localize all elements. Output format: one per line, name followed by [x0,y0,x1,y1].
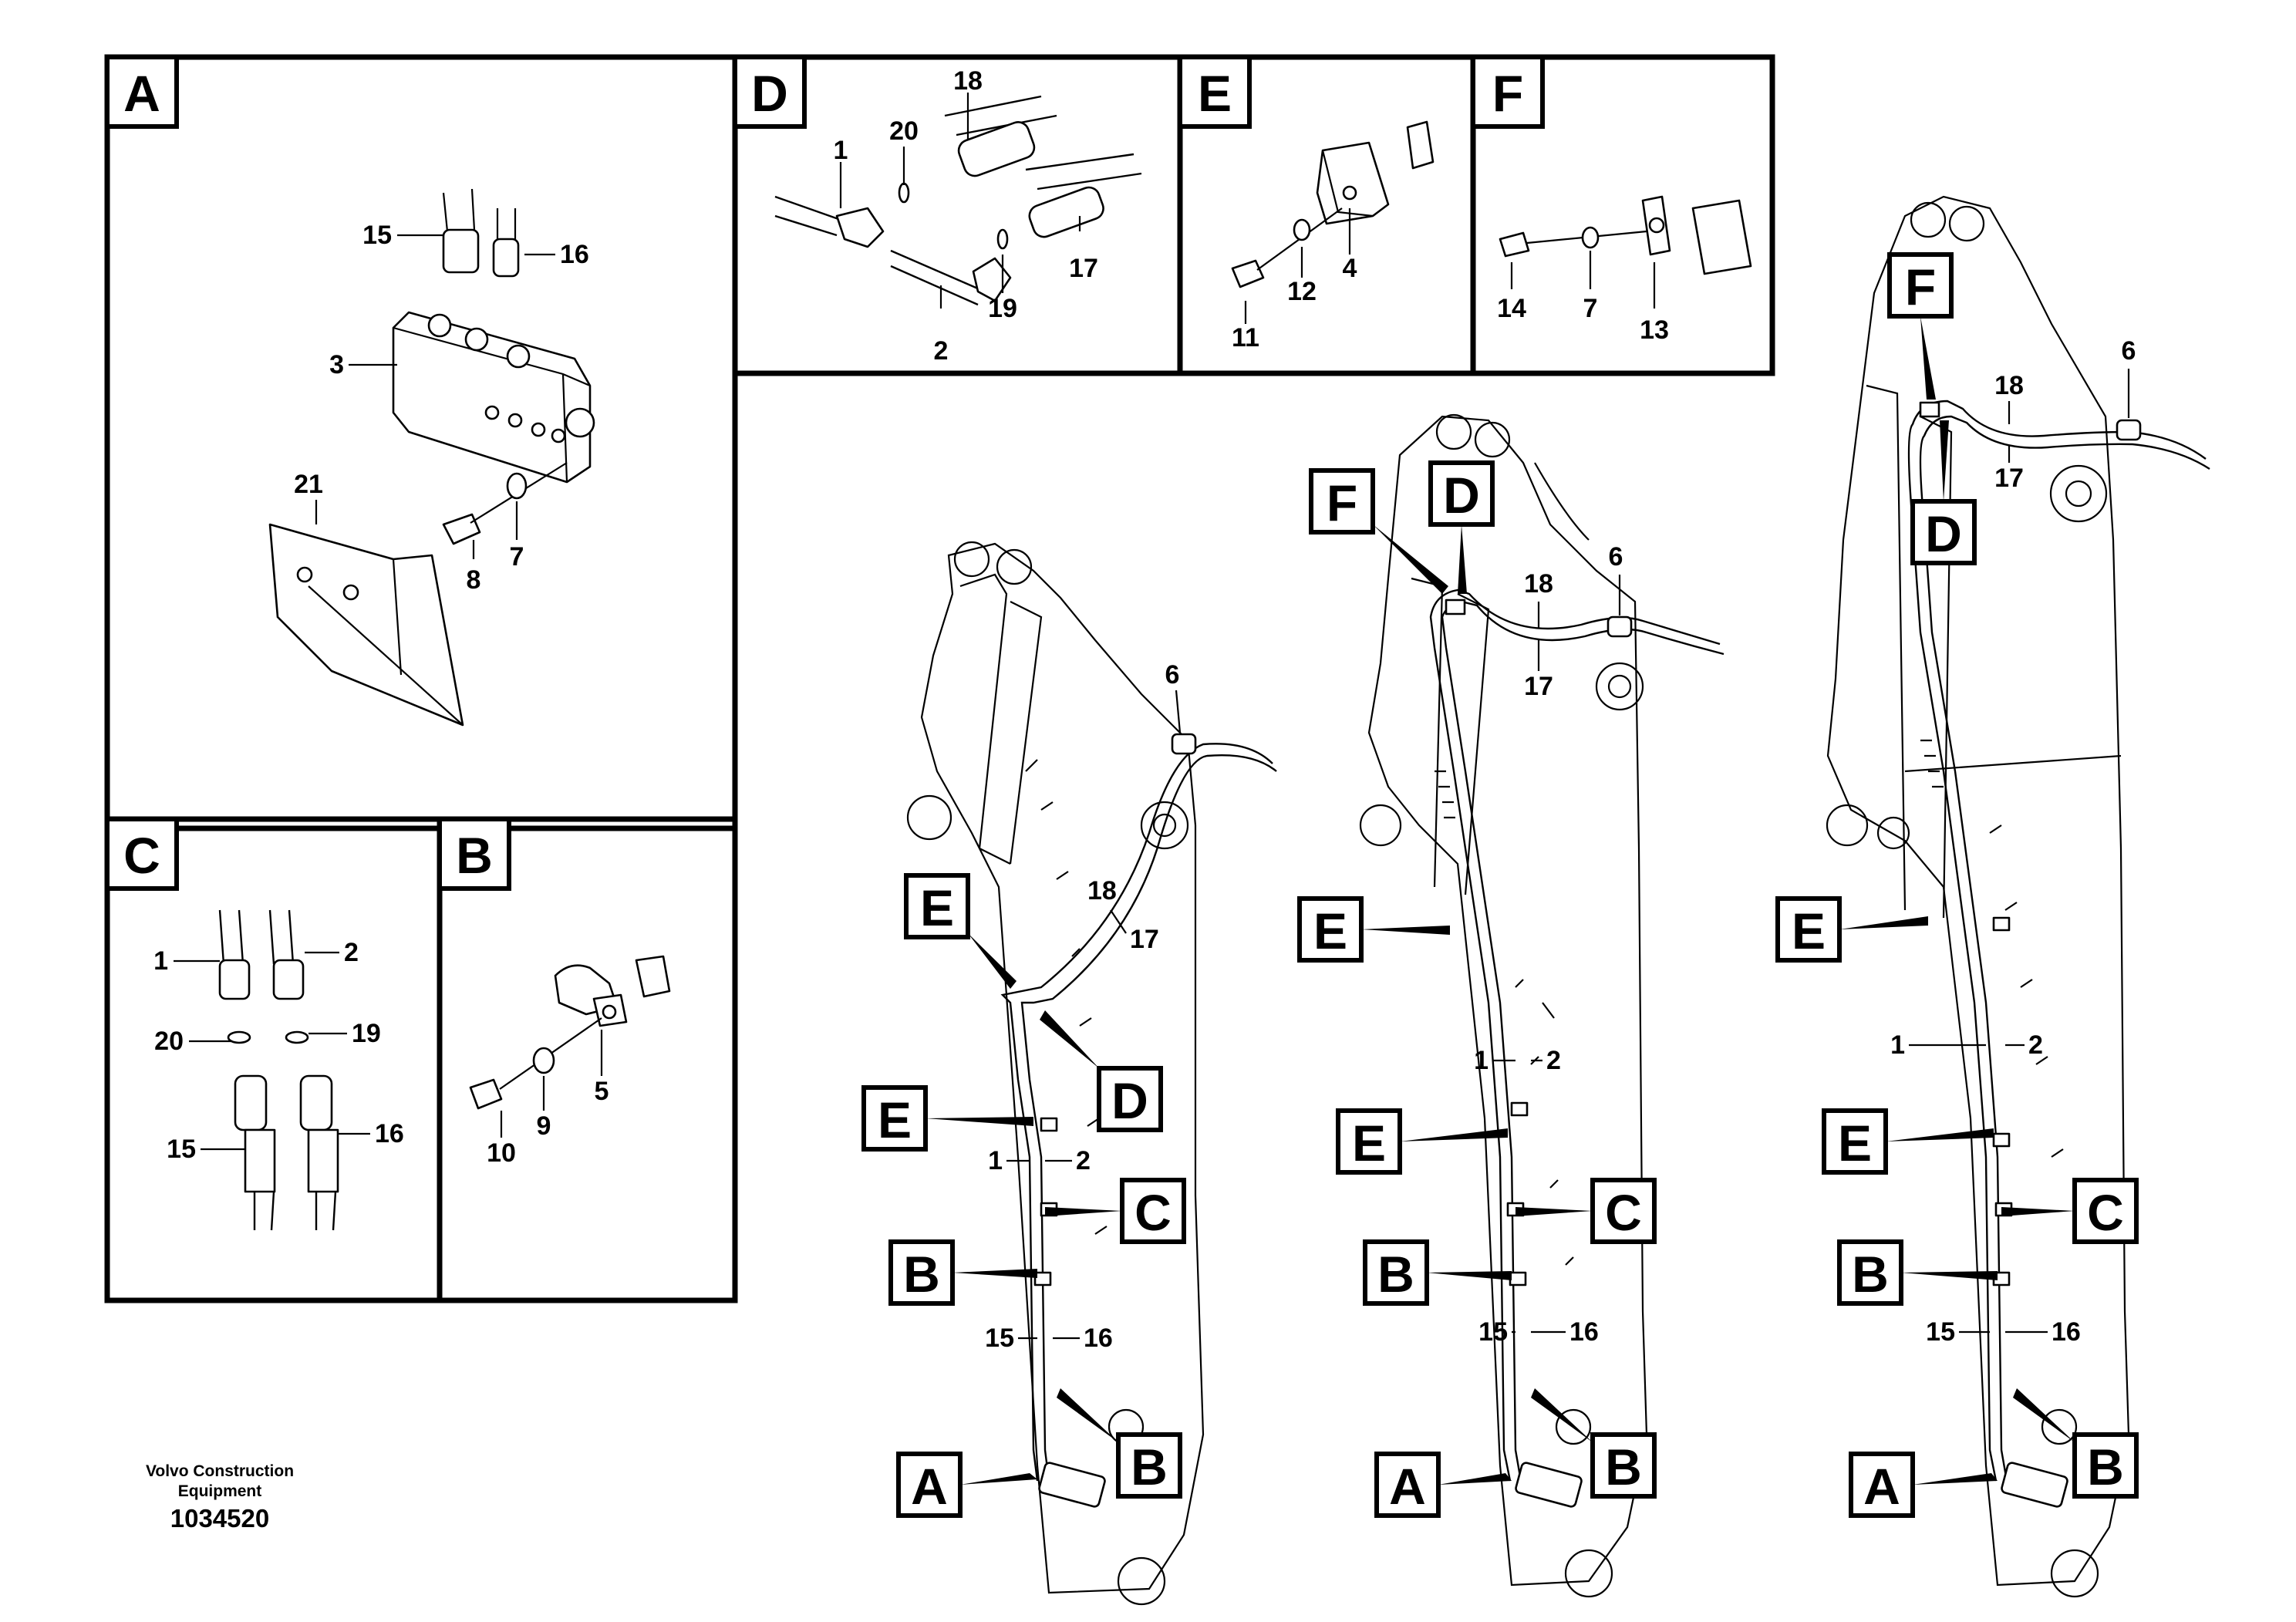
callout-letter: D [1925,505,1962,562]
part-number-label: 14 [1497,294,1526,323]
part-number-label: 13 [1640,315,1669,345]
callout-letter: B [1605,1438,1642,1496]
part-number-label: 17 [1130,925,1159,954]
boom-view-2: 18 17 1 2 15 16 6 A B B C E E F D [1297,413,1725,1598]
detail-panel-a: A 15 16 3 21 8 7 [105,55,595,727]
part-number-label: 20 [154,1027,184,1056]
callout-letter: A [911,1458,948,1515]
callout-letter: B [2087,1438,2124,1496]
part-number-label: 1 [834,136,848,165]
part-number-label: 15 [1926,1317,1955,1347]
part-number-label: 21 [294,470,323,499]
part-number-label: 1 [988,1146,1003,1175]
callout-letter: E [1313,902,1347,959]
detail-panel-b: B 10 9 5 [437,817,671,1168]
part-number-label: 1 [1890,1030,1905,1060]
callout-letter: F [1905,258,1936,315]
part-number-label: 16 [2052,1317,2081,1347]
panel-letter-b: B [456,827,493,884]
part-number-label: 2 [344,938,359,967]
panel-letter-f: F [1492,65,1523,122]
callout-letter: D [1443,467,1480,524]
part-number-label: 4 [1343,254,1357,283]
part-number-label: 15 [1478,1317,1508,1347]
callout-letter: E [1352,1114,1386,1172]
company-name-line2: Equipment [178,1482,262,1500]
part-number-label: 5 [595,1077,609,1106]
part-number-label: 15 [985,1324,1014,1353]
boom-view-3: 18 17 1 2 15 16 6 A B B C E E F D [1775,195,2210,1598]
callout-letter: C [1135,1184,1172,1241]
boom-view-1: 18 17 1 2 15 16 6 A B B C E E D [861,541,1277,1606]
panel-letter-e: E [1198,65,1232,122]
part-number-label: 18 [953,66,983,96]
callout-letter: E [920,879,954,936]
part-number-label: 2 [1076,1146,1091,1175]
callout-letter: B [903,1246,940,1303]
callout-letter: D [1111,1072,1148,1129]
part-number-label: 8 [467,565,481,595]
callout-letter: E [878,1091,912,1148]
part-number-label: 6 [2122,336,2136,366]
part-number-label: 2 [934,336,949,366]
part-number-label: 18 [1994,371,2024,400]
part-number-label: 16 [1569,1317,1599,1347]
callout-letter: A [1389,1458,1426,1515]
part-number-label: 20 [889,116,919,146]
part-number-label: 9 [537,1111,551,1141]
part-number-label: 11 [1232,323,1259,352]
part-number-label: 18 [1087,876,1117,905]
part-number-label: 19 [988,294,1017,323]
callout-letter: B [1131,1438,1168,1496]
callout-letter: B [1852,1246,1889,1303]
part-number-label: 18 [1524,569,1553,599]
part-number-label: 6 [1165,660,1180,690]
part-number-label: 16 [375,1119,404,1148]
part-number-label: 15 [362,221,392,250]
callout-letter: C [1605,1184,1642,1241]
part-number-label: 16 [1084,1324,1113,1353]
part-number-label: 15 [167,1135,196,1164]
part-number-label: 2 [1546,1046,1561,1075]
callout-letter: F [1327,474,1357,531]
part-number-label: 17 [1994,464,2024,493]
detail-panel-d: D 1 20 18 17 19 2 [733,55,1142,366]
panel-letter-d: D [751,65,788,122]
detail-panel-frames [104,54,1775,1303]
detail-panel-e: E 11 12 4 [1178,55,1435,352]
part-number-label: 6 [1609,542,1623,572]
panel-letter-c: C [123,827,160,884]
callout-letter: E [1838,1114,1872,1172]
part-number-label: 1 [1474,1046,1489,1075]
drawing-number: 1034520 [170,1504,269,1533]
callout-letter: B [1377,1246,1414,1303]
drawing-footer: Volvo Construction Equipment 1034520 [146,1462,294,1533]
part-number-label: 12 [1287,277,1317,306]
part-number-label: 7 [510,542,524,572]
part-number-label: 16 [560,240,589,269]
part-number-label: 7 [1583,294,1598,323]
detail-panel-c: C 1 2 20 19 15 16 [105,817,404,1231]
callout-letter: E [1792,902,1826,959]
part-number-label: 19 [352,1019,381,1048]
company-name-line1: Volvo Construction [146,1462,294,1480]
part-number-label: 10 [487,1138,516,1168]
callout-letter: A [1863,1458,1900,1515]
part-number-label: 17 [1524,672,1553,701]
part-number-label: 1 [153,946,168,976]
part-number-label: 17 [1069,254,1098,283]
part-number-label: 2 [2028,1030,2043,1060]
part-number-label: 3 [329,350,344,379]
panel-letter-a: A [123,65,160,122]
detail-panel-f: F 14 7 13 [1471,55,1752,345]
callout-letter: C [2087,1184,2124,1241]
